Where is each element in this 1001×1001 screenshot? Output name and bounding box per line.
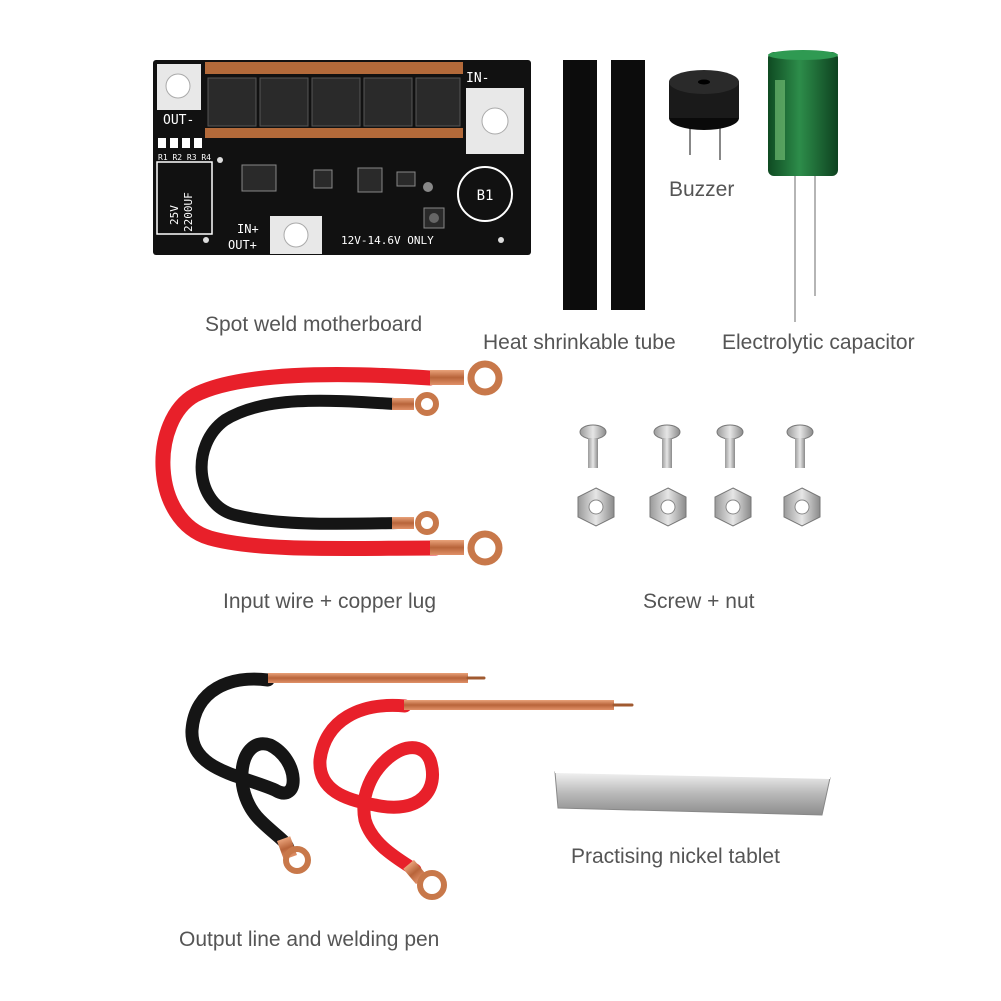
electrolytic-capacitor (768, 50, 838, 322)
cap-voltage-label: 25V (168, 205, 181, 225)
nickel-tablet (554, 771, 831, 816)
input-wires (155, 360, 503, 566)
caption-input-wire: Input wire + copper lug (223, 590, 437, 613)
caption-heat-shrink-tube: Heat shrinkable tube (483, 331, 676, 354)
resistors-label: R1 R2 R3 R4 (158, 153, 211, 162)
b1-label: B1 (477, 188, 494, 204)
cap-value-label: 2200UF (182, 192, 195, 232)
caption-buzzer: Buzzer (669, 178, 735, 201)
out-plus-label: OUT+ (228, 238, 257, 252)
caption-screw-nut: Screw + nut (643, 590, 755, 613)
nut-3 (714, 487, 752, 527)
heat-shrink-tubes (563, 60, 645, 310)
output-lines (185, 672, 634, 900)
voltage-label: 12V-14.6V ONLY (341, 234, 434, 247)
in-plus-label: IN+ (237, 222, 259, 236)
nut-1 (577, 487, 615, 527)
caption-output-line: Output line and welding pen (179, 928, 440, 951)
nut-4 (783, 487, 821, 527)
screw-2 (653, 424, 681, 468)
in-minus-label: IN- (466, 71, 489, 86)
spot-weld-motherboard: B1 25V 2200UF R1 R2 R3 R4 IN- OUT- IN+ (153, 60, 531, 255)
caption-nickel-tablet: Practising nickel tablet (571, 845, 780, 868)
screw-4 (786, 424, 814, 468)
screw-3 (716, 424, 744, 468)
buzzer (669, 70, 739, 160)
caption-electrolytic-capacitor: Electrolytic capacitor (722, 331, 915, 354)
screw-1 (579, 424, 607, 468)
caption-motherboard: Spot weld motherboard (205, 313, 423, 336)
out-minus-label: OUT- (163, 113, 194, 128)
screws-and-nuts (577, 424, 821, 527)
nut-2 (649, 487, 687, 527)
